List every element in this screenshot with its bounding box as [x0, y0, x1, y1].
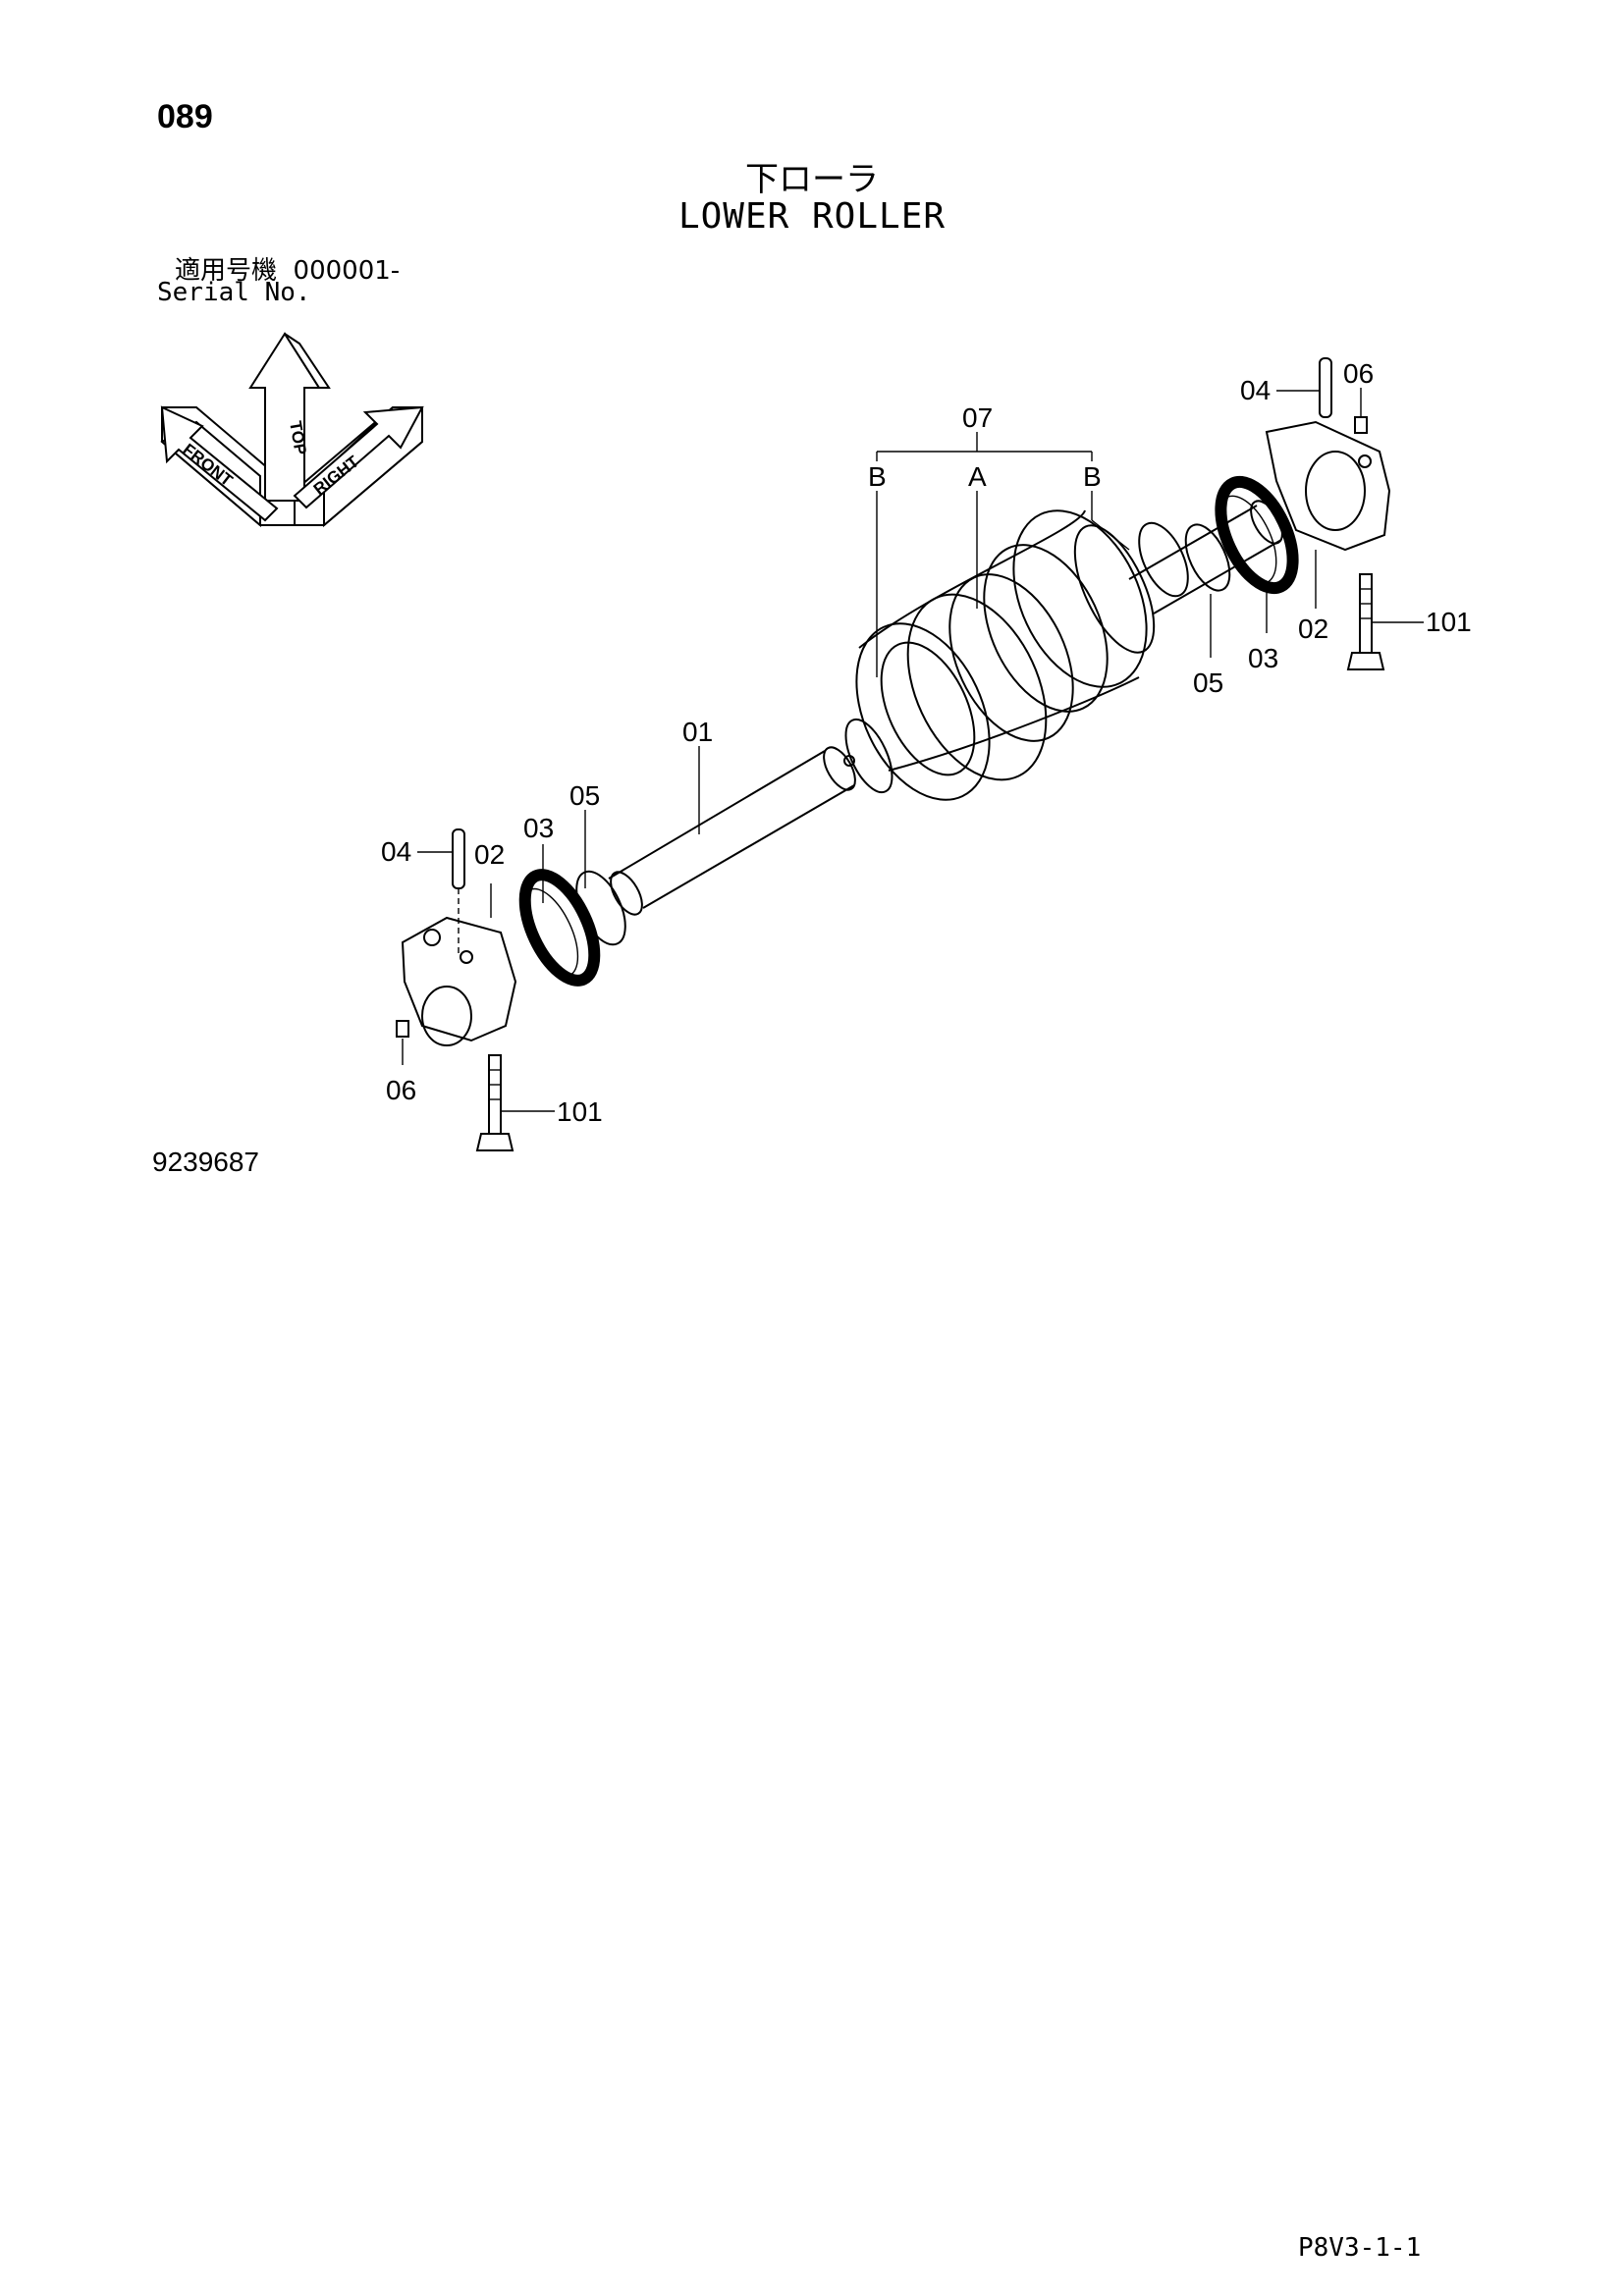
callout-101-left: 101 [557, 1096, 603, 1127]
callout-b-left: B [868, 461, 887, 492]
leader-lines [402, 388, 1424, 1112]
orientation-icon: TOP FRONT RIGHT [160, 332, 424, 528]
callout-02-left: 02 [474, 839, 505, 870]
page-number: 089 [157, 98, 213, 135]
callout-02-right: 02 [1298, 614, 1328, 644]
right-cap-assembly [1184, 357, 1391, 670]
left-cap-assembly [396, 828, 626, 1151]
callout-101-right: 101 [1426, 607, 1472, 637]
callout-05-right: 05 [1193, 667, 1223, 698]
serial-value: 000001- [293, 256, 401, 286]
callout-04-right: 04 [1240, 375, 1271, 405]
callout-a: A [968, 461, 987, 492]
serial-label-jp-text: 適用号機 [175, 256, 278, 286]
callout-03-left: 03 [523, 813, 554, 843]
serial-label-english: Serial No. [157, 278, 311, 307]
callout-06-right: 06 [1343, 358, 1374, 389]
callout-03-right: 03 [1248, 643, 1278, 673]
title-english: LOWER ROLLER [677, 196, 947, 237]
page-code: P8V3-1-1 [1298, 2233, 1422, 2263]
callout-labels: 07 B A B 01 04 02 03 05 06 101 04 06 02 … [381, 358, 1472, 1127]
roller-body [844, 509, 1189, 801]
callout-01: 01 [682, 717, 713, 747]
serial-label-japanese: 適用号機 000001- [175, 250, 400, 287]
shaft-part [608, 500, 1283, 916]
drawing-number: 9239687 [152, 1147, 260, 1177]
callout-07: 07 [962, 402, 993, 433]
callout-05-left: 05 [569, 780, 600, 811]
title-japanese: 下ローラ [745, 160, 879, 199]
callout-b-right: B [1083, 461, 1102, 492]
callout-06-left: 06 [386, 1075, 416, 1105]
callout-04-left: 04 [381, 836, 411, 867]
